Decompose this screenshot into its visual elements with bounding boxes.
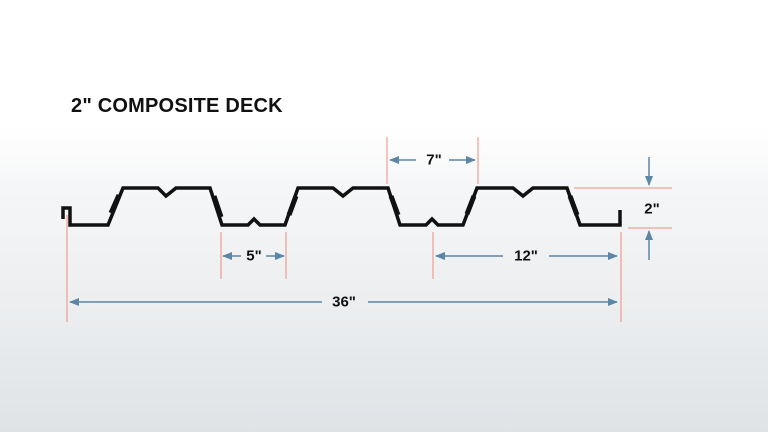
deck-depth-label: 2" — [644, 200, 660, 218]
rib-pitch-label: 12" — [514, 247, 538, 265]
rib-bottom-width-label: 5" — [246, 247, 262, 265]
extension-lines — [66, 137, 672, 322]
rib-top-width-label: 7" — [426, 151, 442, 169]
deck-profile — [61, 186, 622, 227]
diagram-title: 2" COMPOSITE DECK — [71, 95, 283, 117]
coverage-width-label: 36" — [332, 293, 356, 311]
